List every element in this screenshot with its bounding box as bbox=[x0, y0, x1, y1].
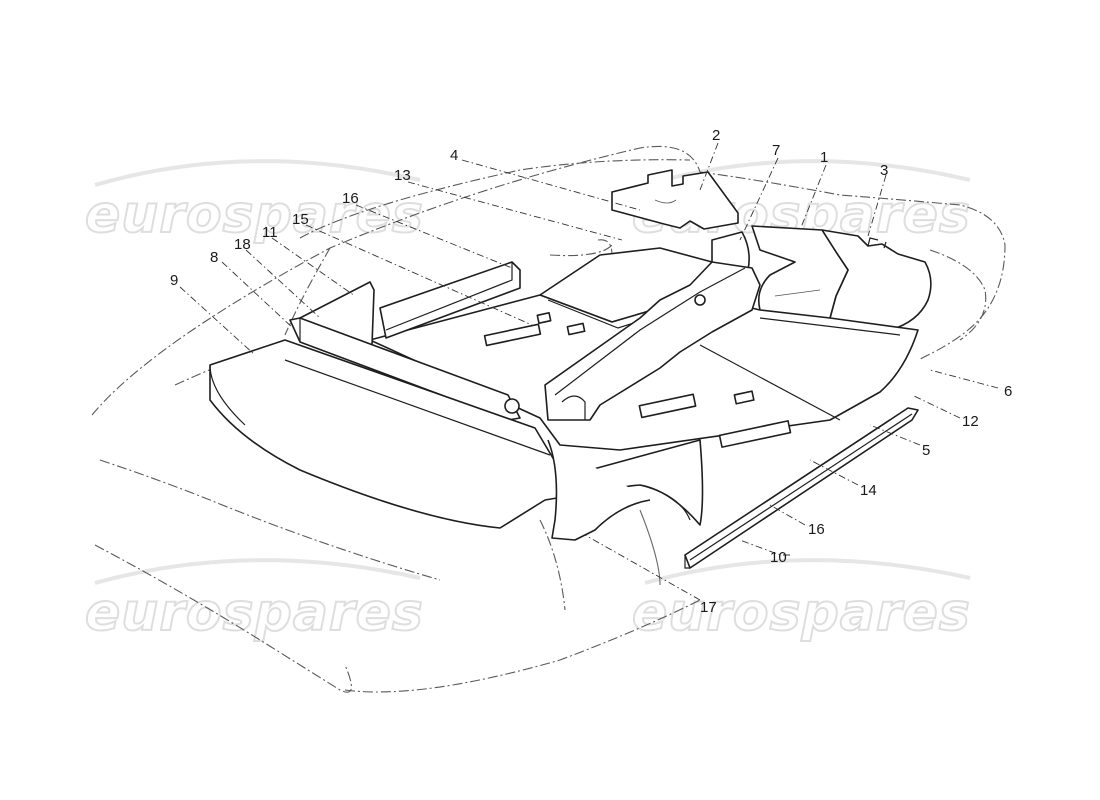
callout-17: 17 bbox=[700, 599, 717, 616]
leader-line-9 bbox=[179, 286, 256, 356]
leader-line-12 bbox=[911, 394, 961, 419]
callout-12: 12 bbox=[962, 413, 979, 430]
leader-line-16b bbox=[769, 504, 806, 526]
callout-18: 18 bbox=[234, 236, 251, 253]
riser-fixing bbox=[504, 398, 520, 414]
watermark-text: eurospares bbox=[85, 185, 424, 245]
part-18-rear-riser bbox=[289, 317, 521, 421]
floor-vent-slot bbox=[483, 323, 542, 347]
callout-15: 15 bbox=[292, 211, 309, 228]
leader-line-10 bbox=[739, 539, 790, 556]
leader-line-18 bbox=[245, 249, 321, 319]
part-17-wheel-arch bbox=[547, 439, 704, 541]
floor-vent-slot bbox=[536, 312, 552, 324]
part-1-footwell-panel bbox=[751, 225, 849, 333]
tunnel-grommet bbox=[694, 294, 706, 306]
part-16-rear-rail bbox=[379, 261, 521, 339]
callout-4: 4 bbox=[450, 147, 458, 164]
callout-14: 14 bbox=[860, 482, 877, 499]
watermark-swoosh bbox=[94, 159, 421, 187]
callout-11: 11 bbox=[262, 224, 278, 241]
callout-7: 7 bbox=[772, 142, 780, 159]
leader-line-13 bbox=[407, 181, 623, 241]
callout-10: 10 bbox=[770, 549, 787, 566]
callout-labels: 1 2 3 4 5 6 7 8 9 10 11 12 13 14 15 16 1… bbox=[170, 127, 1012, 616]
central-tunnel-cover bbox=[544, 261, 761, 421]
part-10-sill-strip bbox=[684, 407, 919, 569]
leader-lines bbox=[179, 142, 999, 601]
watermark-swoosh bbox=[644, 558, 971, 585]
part-2-bulkhead-panel bbox=[611, 169, 739, 230]
callout-3: 3 bbox=[880, 162, 888, 179]
floor-vent-slot bbox=[638, 393, 697, 419]
leader-line-7 bbox=[739, 157, 779, 241]
callout-16-upper: 16 bbox=[342, 190, 359, 207]
leader-line-1 bbox=[799, 164, 827, 231]
watermark-bottom-right: eurospares bbox=[631, 558, 971, 644]
callout-8: 8 bbox=[210, 249, 218, 266]
callout-16-lower: 16 bbox=[808, 521, 825, 538]
leader-line-5 bbox=[869, 424, 921, 446]
callout-13: 13 bbox=[394, 167, 411, 184]
callout-9: 9 bbox=[170, 272, 178, 289]
leader-line-3 bbox=[867, 174, 887, 237]
part-9-luggage-shelf bbox=[209, 339, 576, 529]
callout-6: 6 bbox=[1004, 383, 1012, 400]
floor-vent-slot bbox=[733, 390, 755, 405]
leader-line-14 bbox=[809, 459, 859, 486]
watermark-text: eurospares bbox=[85, 583, 424, 643]
car-body-outline bbox=[91, 145, 1006, 693]
watermark-top-left: eurospares bbox=[84, 159, 424, 246]
leader-line-15 bbox=[305, 224, 533, 326]
watermark-swoosh bbox=[644, 159, 971, 187]
leader-line-6 bbox=[929, 369, 999, 389]
callout-1: 1 bbox=[820, 149, 828, 166]
leader-line-11 bbox=[271, 237, 356, 297]
leader-line-4 bbox=[461, 159, 641, 211]
watermark-text: eurospares bbox=[632, 583, 971, 643]
callout-5: 5 bbox=[922, 442, 930, 459]
leader-line-2 bbox=[699, 142, 719, 191]
leader-line-8 bbox=[221, 261, 296, 331]
callout-2: 2 bbox=[712, 127, 720, 144]
watermark-bottom-left: eurospares bbox=[84, 558, 424, 644]
watermark-swoosh bbox=[94, 558, 421, 585]
floor-vent-slot bbox=[718, 420, 792, 448]
floor-vent-slot bbox=[566, 322, 586, 336]
